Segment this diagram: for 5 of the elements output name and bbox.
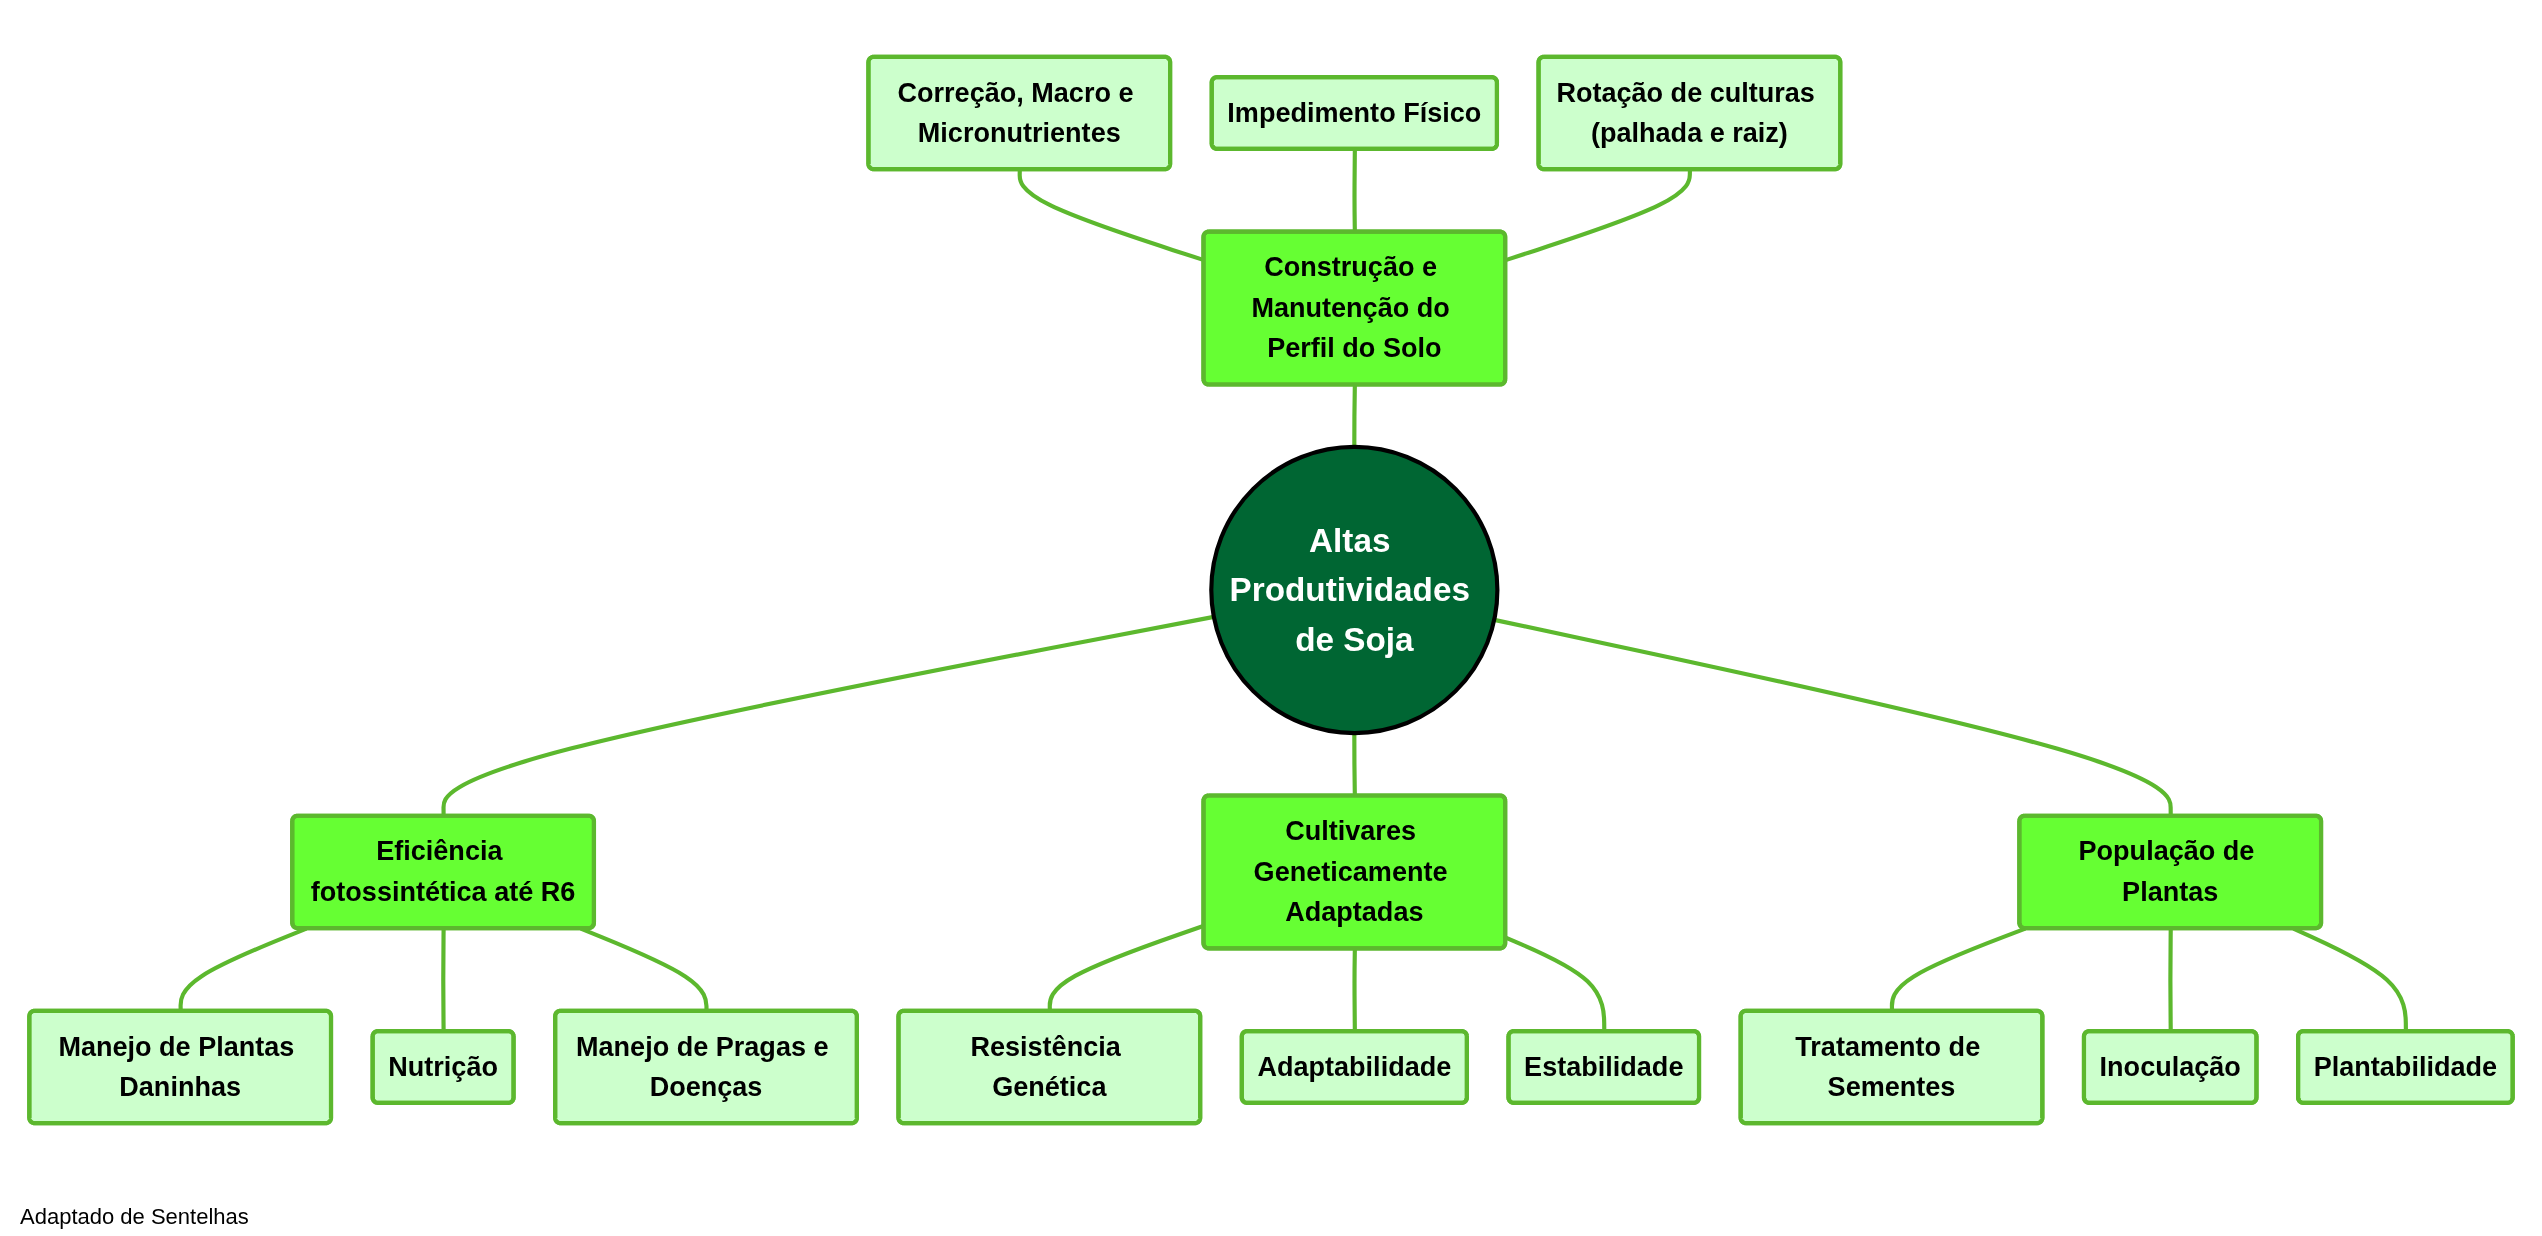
node-circle: Altas Produtividades de Soja [1209, 444, 1500, 736]
caption: Adaptado de Sentelhas [20, 1204, 249, 1230]
connector [1889, 926, 2027, 1012]
connector [1352, 385, 1357, 447]
connector [1352, 149, 1357, 233]
